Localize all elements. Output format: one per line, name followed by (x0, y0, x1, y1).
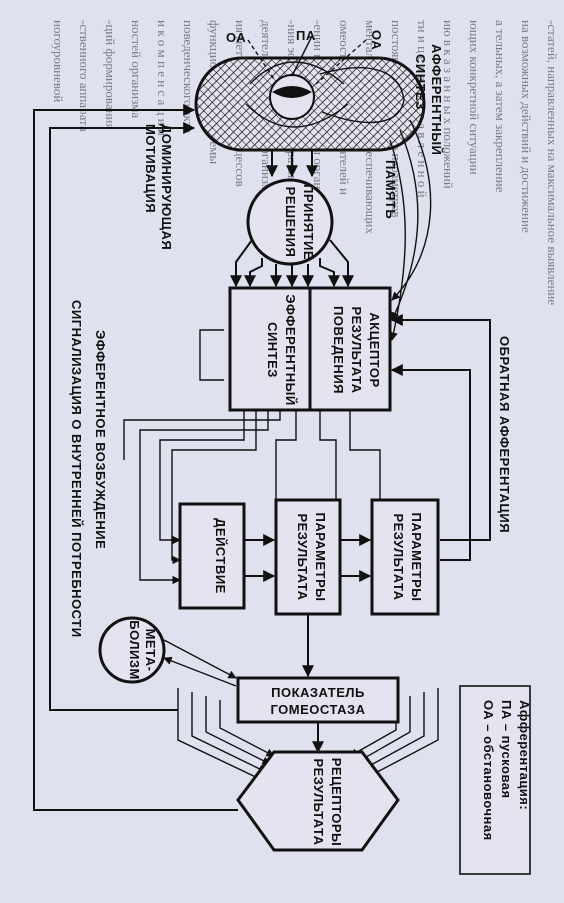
afferent-synthesis-label-2: СИНТЕЗ (413, 54, 428, 110)
metabolism-label-1: МЕТА- (143, 629, 158, 672)
oa-bottom-label: ОА (369, 30, 384, 50)
capsule-to-decision-arrows (266, 150, 318, 178)
metabolism-label-2: БОЛИЗМ (127, 620, 142, 680)
acceptor-label-2: РЕЗУЛЬТАТА (349, 306, 364, 393)
acceptor-label-3: ПОВЕДЕНИЯ (331, 306, 346, 394)
afferent-synthesis-block (194, 56, 426, 152)
oa-top-label: ОА (226, 30, 246, 45)
background-text-line: -ственного аппарата (77, 20, 92, 132)
background-text-line: ностей организма (129, 20, 144, 118)
decision-to-acceptor-arrows (230, 239, 354, 288)
decision-label-1: ПРИНЯТИЕ (301, 184, 316, 260)
metabolism-arrows (163, 639, 237, 687)
acceptor-efferent-block: АКЦЕПТОР РЕЗУЛЬТАТА ПОВЕДЕНИЯ ЭФФЕРЕНТНЫ… (228, 286, 392, 412)
legend-title: Афферентация: (517, 700, 532, 810)
metabolism-node: МЕТА- БОЛИЗМ (98, 616, 166, 684)
reverse-afferentation-loop (390, 314, 491, 561)
dominant-motivation-label-1: ДОМИНИРУЮЩАЯ (159, 124, 174, 250)
background-text-line: ногоуровневой (51, 20, 66, 102)
capsule-to-acceptor-arcs (389, 119, 432, 341)
background-text-line: ющих конкретной ситуации (467, 20, 482, 175)
params-mid-label-2: РЕЗУЛЬТАТА (295, 513, 310, 600)
legend: Афферентация: ПА – пусковая ОА – обстано… (459, 685, 532, 875)
params-mid-label-1: ПАРАМЕТРЫ (313, 513, 328, 602)
homeostasis-block: ПОКАЗАТЕЛЬ ГОМЕОСТАЗА (236, 676, 400, 724)
efferent-synthesis-label-2: СИНТЕЗ (265, 322, 280, 378)
background-text-line: а тельных, а затем закрепление (493, 20, 508, 193)
homeostasis-label-1: ПОКАЗАТЕЛЬ (271, 685, 365, 700)
pa-label: ПА (296, 28, 316, 43)
legend-oa: ОА – обстановочная (481, 700, 496, 841)
background-text-line: ию в к а з а н н ы х положений (441, 20, 456, 189)
efferent-synthesis-label-1: ЭФФЕРЕНТНЫЙ (283, 294, 298, 405)
params-result-mid-block: ПАРАМЕТРЫ РЕЗУЛЬТАТА (274, 498, 342, 616)
dominant-motivation-label-2: МОТИВАЦИЯ (143, 124, 158, 213)
action-label: ДЕЙСТВИЕ (213, 518, 228, 594)
memory-label: ПАМЯТЬ (383, 160, 398, 219)
background-text-line: -статей, направленных на максимальное вы… (545, 20, 560, 305)
efferent-excitation-label: ЭФФЕРЕНТНОЕ ВОЗБУЖДЕНИЕ (93, 330, 108, 549)
action-block: ДЕЙСТВИЕ (178, 502, 246, 610)
params-right-label-1: ПАРАМЕТРЫ (409, 513, 424, 602)
receptors-label-1: РЕЦЕПТОРЫ (329, 758, 344, 846)
params-result-right-block: ПАРАМЕТРЫ РЕЗУЛЬТАТА (370, 498, 440, 616)
efferent-output-lines (123, 329, 381, 585)
receptors-label-2: РЕЗУЛЬТАТА (311, 758, 326, 845)
receptor-fan-lines (177, 688, 439, 781)
receptors-node: РЕЦЕПТОРЫ РЕЗУЛЬТАТА (236, 750, 400, 852)
internal-need-label: СИГНАЛИЗАЦИЯ О ВНУТРЕННЕЙ ПОТРЕБНОСТИ (69, 300, 84, 638)
background-text-line: на возможных действий и достижение (519, 20, 534, 233)
afferent-synthesis-label-1: АФФЕРЕНТНЫЙ (429, 44, 444, 155)
background-text-line: и к о м п е н с а ц и и (155, 20, 170, 136)
background-text-line: поведенческого акта (181, 20, 196, 134)
background-text-line: -ций формирования (103, 20, 118, 130)
homeostasis-label-2: ГОМЕОСТАЗА (270, 702, 365, 717)
legend-pa: ПА – пусковая (499, 700, 514, 799)
decision-node: ПРИНЯТИЕ РЕШЕНИЯ (246, 178, 334, 266)
action-params-arrows (244, 534, 372, 678)
afferent-inputs: ОА ПА ОА (226, 28, 384, 85)
reverse-afferentation-label: ОБРАТНАЯ АФФЕРЕНТАЦИЯ (497, 336, 512, 533)
internal-need-loop (33, 104, 238, 811)
decision-label-2: РЕШЕНИЯ (283, 187, 298, 258)
acceptor-label-1: АКЦЕПТОР (367, 312, 382, 387)
params-right-label-2: РЕЗУЛЬТАТА (391, 513, 406, 600)
